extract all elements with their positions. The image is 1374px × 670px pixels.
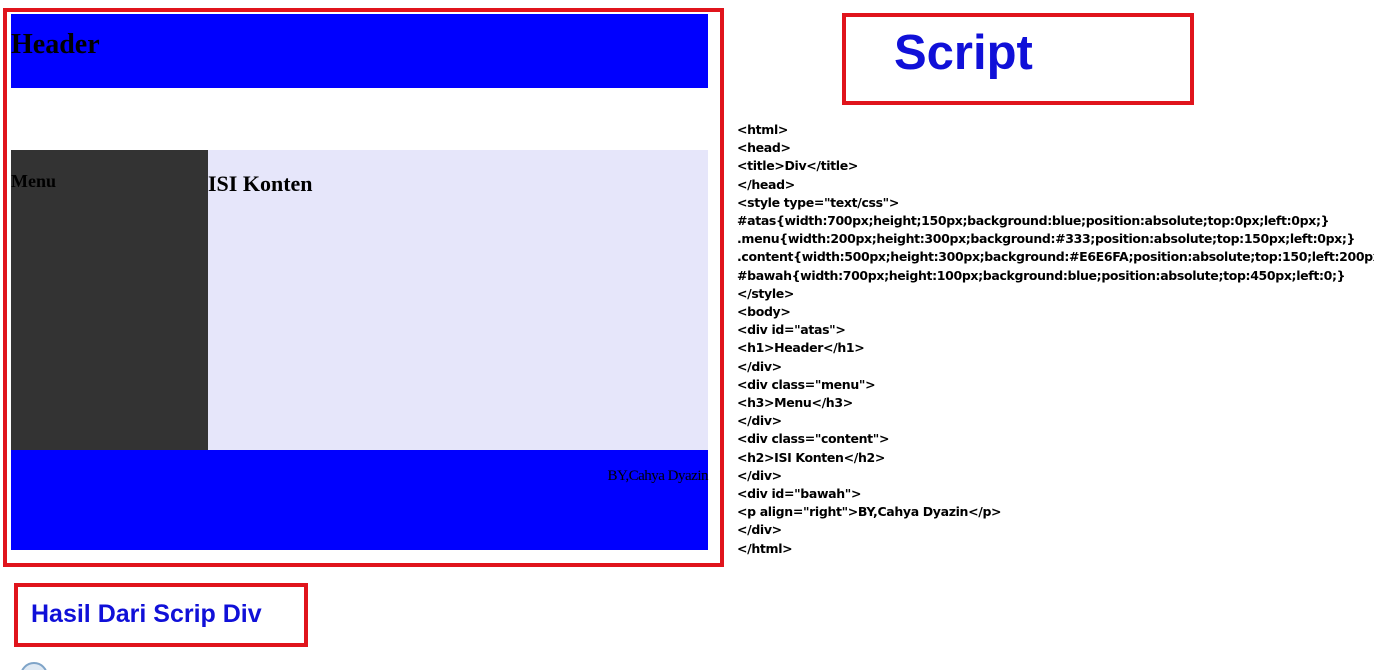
content-heading: ISI Konten [208, 171, 313, 196]
code-line: </style> [737, 285, 795, 301]
caption-text: Hasil Dari Scrip Div [31, 600, 262, 628]
rendered-page-frame [3, 8, 724, 567]
code-line: <title>Div</title> [737, 158, 858, 174]
code-line: <p align="right">BY,Cahya Dyazin</p> [737, 504, 1002, 520]
code-line: .content{width:500px;height:300px;backgr… [737, 249, 1374, 265]
code-line: <style type="text/css"> [737, 194, 899, 210]
code-line: </div> [737, 522, 782, 538]
menu-block: Menu [11, 150, 208, 450]
code-line: <div id="bawah"> [737, 486, 862, 502]
script-title-box: Script [842, 13, 1194, 105]
code-line: <div class="menu"> [737, 376, 876, 392]
menu-heading: Menu [11, 171, 56, 191]
code-line: </head> [737, 176, 795, 192]
code-line: <h1>Header</h1> [737, 340, 865, 356]
code-line: <div class="content"> [737, 431, 890, 447]
code-line: </html> [737, 540, 793, 556]
code-line: <h3>Menu</h3> [737, 395, 853, 411]
code-line: #atas{width:700px;height;150px;backgroun… [737, 213, 1330, 229]
script-title: Script [894, 26, 1033, 80]
code-line: <head> [737, 140, 791, 156]
code-line: <h2>ISI Konten</h2> [737, 449, 885, 465]
content-block: ISI Konten [208, 150, 708, 450]
code-line: </div> [737, 467, 782, 483]
caption-box: Hasil Dari Scrip Div [14, 583, 308, 647]
code-line: </div> [737, 358, 782, 374]
circle-icon [20, 662, 48, 670]
code-line: .menu{width:200px;height:300px;backgroun… [737, 231, 1356, 247]
header-block: Header [11, 14, 708, 88]
code-line: #bawah{width:700px;height:100px;backgrou… [737, 267, 1346, 283]
footer-credit: BY,Cahya Dyazin [607, 468, 708, 484]
footer-block: BY,Cahya Dyazin [11, 450, 708, 550]
code-line: <div id="atas"> [737, 322, 846, 338]
code-line: <body> [737, 304, 791, 320]
header-heading: Header [11, 29, 100, 60]
code-line: <html> [737, 122, 789, 137]
code-listing: <html> <head> <title>Div</title> </head>… [737, 121, 1374, 558]
code-line: </div> [737, 413, 782, 429]
